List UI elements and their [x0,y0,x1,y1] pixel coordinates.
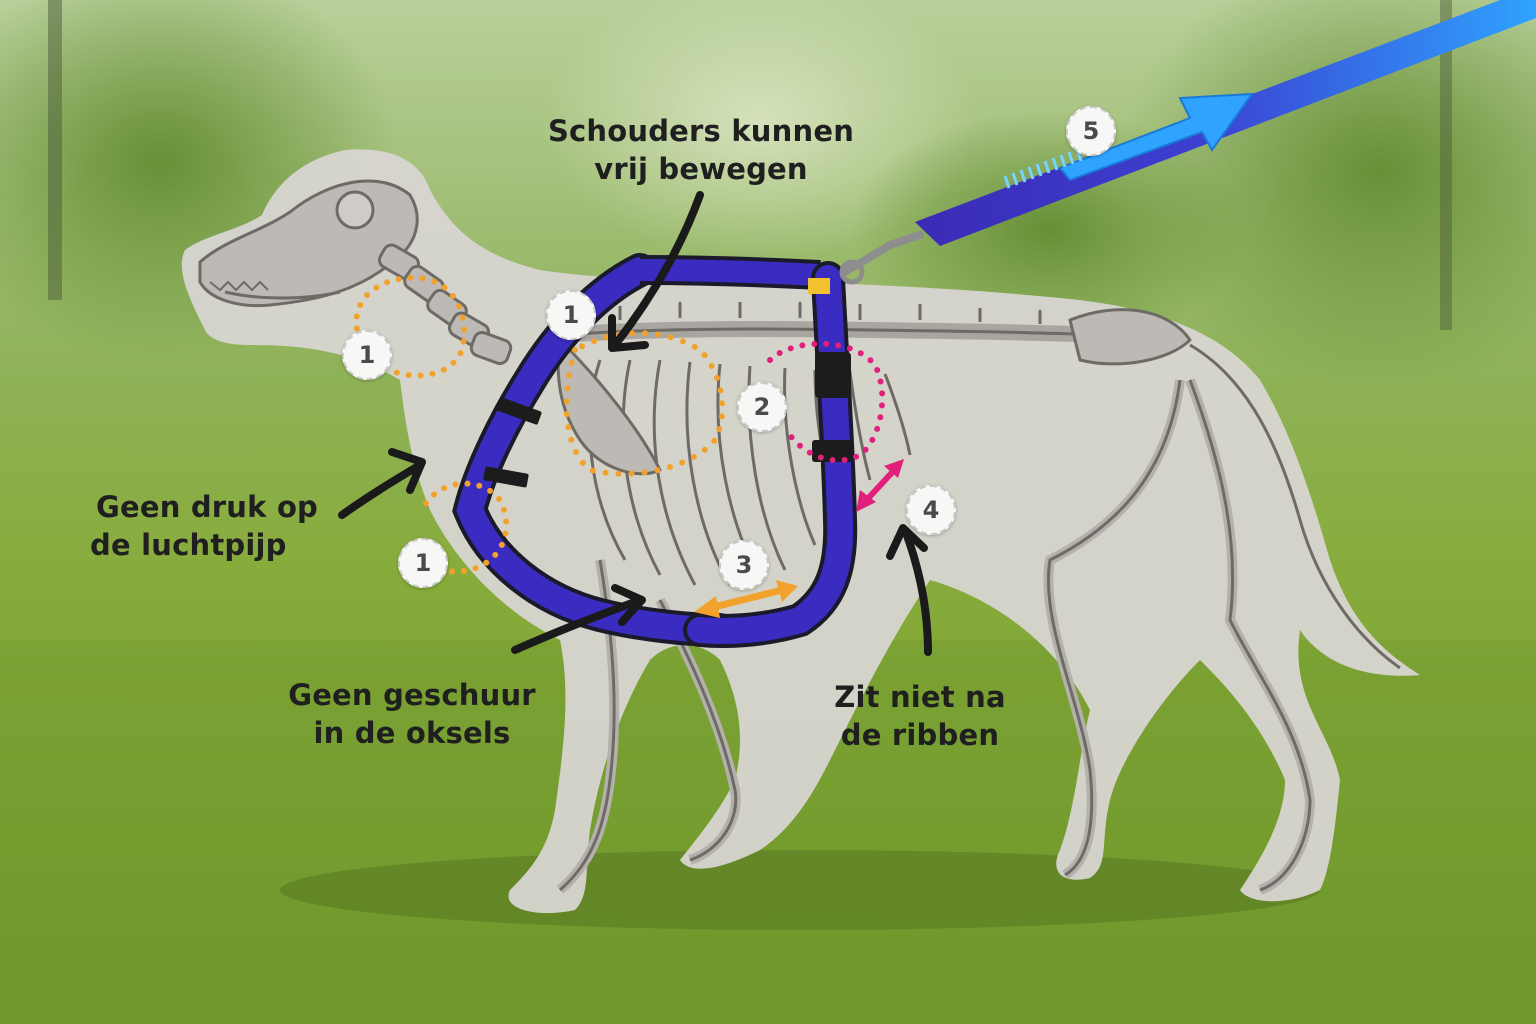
buckle [815,352,851,398]
label-armpits: Geen geschuur in de oksels [262,676,562,752]
label-shoulders-line1: Schouders kunnen [536,112,866,150]
badge-chest: 1 [398,538,448,588]
badge-neck: 1 [342,330,392,380]
label-trachea-line2: de luchtpijp [72,526,342,564]
badge-ribcage: 2 [737,382,787,432]
label-armpits-line1: Geen geschuur [262,676,562,714]
label-ribs: Zit niet na de ribben [800,678,1040,754]
label-armpits-line2: in de oksels [262,714,562,752]
badge-belly: 4 [906,485,956,535]
badge-shoulder: 1 [546,290,596,340]
label-shoulders-line2: vrij bewegen [536,150,866,188]
label-trachea: Geen druk op de luchtpijp [72,488,342,564]
badge-girth: 3 [719,540,769,590]
badge-leash: 5 [1066,106,1116,156]
label-ribs-line2: de ribben [800,716,1040,754]
label-trachea-line1: Geen druk op [72,488,342,526]
label-shoulders: Schouders kunnen vrij bewegen [536,112,866,188]
label-ribs-line1: Zit niet na [800,678,1040,716]
